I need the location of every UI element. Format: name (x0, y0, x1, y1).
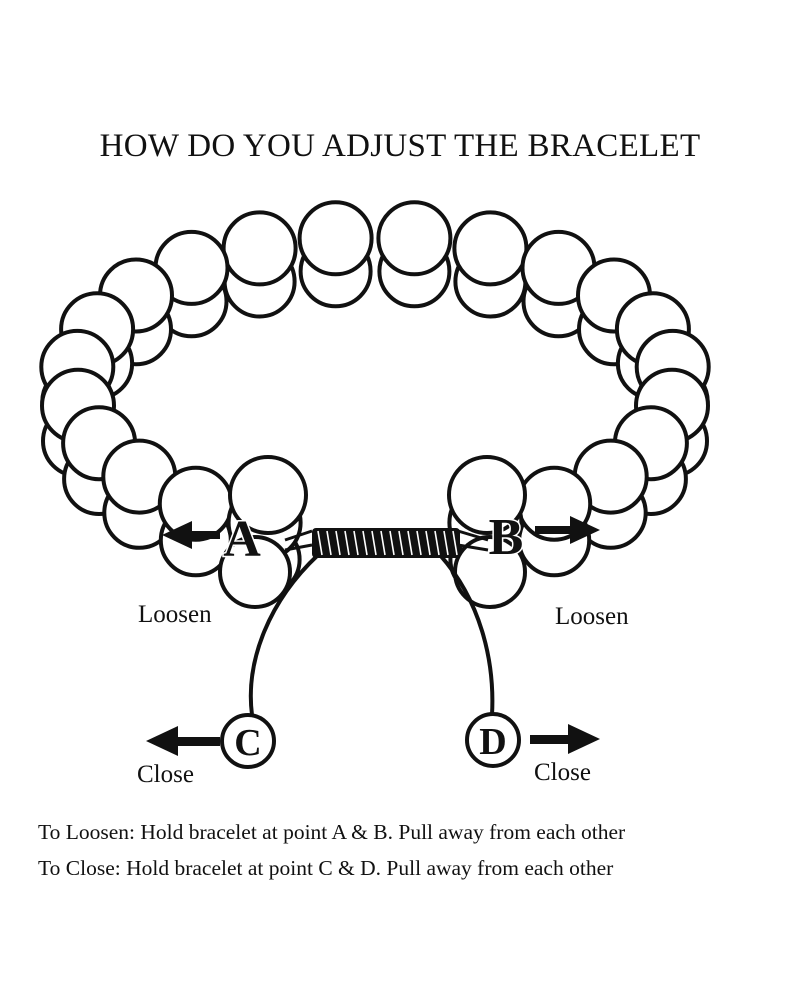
bead (297, 200, 374, 277)
point-d-label: D (479, 721, 506, 763)
arrow-left-icon (162, 521, 220, 549)
loosen-instructions: To Loosen: Hold bracelet at point A & B.… (38, 820, 626, 844)
bead-group (39, 200, 711, 609)
bead (452, 210, 529, 287)
arrow-left-icon (146, 726, 220, 756)
bead (157, 465, 234, 542)
point-c-marker[interactable]: C (220, 713, 276, 769)
loosen-left-label: Loosen (138, 601, 212, 628)
bead (447, 455, 527, 535)
loosen-right-label: Loosen (555, 603, 629, 630)
arrow-right-icon (530, 724, 600, 754)
sliding-knot (284, 528, 489, 558)
bead (221, 210, 298, 287)
bead (228, 455, 308, 535)
cord-right[interactable] (438, 553, 495, 716)
close-instructions: To Close: Hold bracelet at point C & D. … (38, 856, 614, 880)
arrow-right-icon (535, 516, 600, 544)
point-a-label: A (223, 511, 261, 568)
point-c-label: C (234, 722, 261, 764)
close-left-label: Close (137, 761, 194, 788)
cord-left[interactable] (248, 553, 320, 716)
bead (218, 535, 292, 609)
point-b-label: B (489, 509, 524, 566)
bead (376, 200, 453, 277)
close-right-label: Close (534, 759, 591, 786)
point-d-marker[interactable]: D (465, 712, 521, 768)
page-title: HOW DO YOU ADJUST THE BRACELET (99, 128, 701, 164)
